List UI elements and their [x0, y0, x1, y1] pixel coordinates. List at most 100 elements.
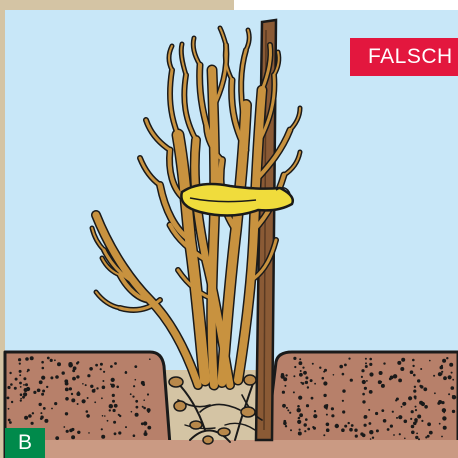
soil-speck [144, 430, 146, 432]
soil-speck [323, 394, 326, 397]
soil-speck [147, 393, 149, 395]
soil-speck [335, 424, 339, 428]
soil-speck [293, 375, 295, 377]
soil-speck [423, 387, 427, 391]
soil-speck [77, 431, 80, 434]
soil-speck [297, 420, 301, 424]
soil-speck [9, 421, 12, 424]
soil-speck [342, 410, 345, 413]
soil-speck [369, 390, 373, 394]
soil-speck [369, 358, 372, 361]
soil-speck [114, 432, 117, 435]
soil-speck [9, 372, 11, 374]
soil-speck [118, 414, 120, 416]
soil-speck [342, 389, 345, 392]
soil-speck [19, 370, 22, 373]
soil-speck [326, 414, 328, 416]
soil-speck [111, 378, 115, 382]
soil-speck [285, 425, 287, 427]
soil-speck [440, 366, 444, 370]
soil-speck [342, 373, 345, 376]
soil-speck [135, 379, 137, 381]
soil-speck [69, 429, 73, 433]
soil-speck [429, 360, 431, 362]
soil-speck [305, 381, 308, 384]
soil-speck [368, 409, 370, 411]
soil-speck [408, 396, 412, 400]
soil-speck [71, 393, 73, 395]
soil-speck [333, 374, 335, 376]
soil-speck [298, 396, 302, 400]
soil-speck [116, 386, 119, 389]
soil-speck [65, 388, 69, 392]
soil-speck [24, 416, 28, 420]
soil-speck [19, 374, 21, 376]
soil-speck [94, 401, 96, 403]
soil-speck [112, 400, 115, 403]
soil-speck [130, 393, 132, 395]
soil-speck [415, 406, 417, 408]
soil-speck [77, 393, 80, 396]
soil-speck [383, 362, 385, 364]
soil-speck [451, 372, 453, 374]
status-label: FALSCH [350, 38, 458, 76]
soil-speck [414, 395, 417, 398]
soil-speck [43, 407, 46, 410]
soil-speck [412, 359, 415, 362]
soil-speck [86, 414, 90, 418]
soil-speck [285, 374, 287, 376]
soil-speck [361, 376, 363, 378]
soil-speck [304, 423, 307, 426]
soil-speck [404, 420, 408, 424]
soil-speck [102, 415, 104, 417]
soil-speck [32, 412, 34, 414]
soil-speck [28, 414, 32, 418]
soil-speck [319, 367, 321, 369]
soil-speck [85, 384, 87, 386]
soil-speck [369, 422, 372, 425]
soil-speck [73, 428, 75, 430]
soil-speck [101, 428, 103, 430]
soil-speck [313, 414, 317, 418]
soil-speck [287, 409, 289, 411]
soil-speck [416, 421, 418, 423]
soil-speck [113, 421, 116, 424]
soil-speck [293, 357, 296, 360]
soil-speck [364, 424, 367, 427]
soil-speck [86, 410, 89, 413]
soil-speck [7, 397, 10, 400]
soil-speck [429, 431, 433, 435]
soil-speck [50, 376, 53, 379]
soil-speck [22, 396, 25, 399]
soil-speck [76, 362, 79, 365]
soil-speck [135, 400, 138, 403]
soil-speck [297, 408, 301, 412]
soil-speck [411, 431, 415, 435]
soil-speck [393, 434, 395, 436]
soil-speck [23, 384, 25, 386]
soil-speck [27, 369, 30, 372]
soil-speck [387, 428, 390, 431]
soil-speck [369, 430, 373, 434]
soil-speck [390, 425, 393, 428]
soil-speck [452, 395, 454, 397]
soil-speck [102, 386, 106, 390]
frame-white-strip [234, 0, 458, 10]
soil-speck [397, 361, 401, 365]
soil-speck [331, 407, 334, 410]
soil-speck [381, 384, 385, 388]
soil-speck [305, 376, 308, 379]
soil-speck [72, 377, 76, 381]
soil-speck [313, 427, 316, 430]
soil-speck [314, 383, 316, 385]
soil-speck [411, 410, 414, 413]
soil-speck [135, 413, 139, 417]
soil-speck [71, 435, 75, 439]
soil-speck [362, 435, 365, 438]
soil-speck [399, 433, 401, 435]
soil-speck [366, 380, 368, 382]
soil-speck [82, 383, 84, 385]
soil-speck [54, 402, 57, 405]
soil-speck [94, 389, 96, 391]
soil-speck [8, 419, 11, 422]
